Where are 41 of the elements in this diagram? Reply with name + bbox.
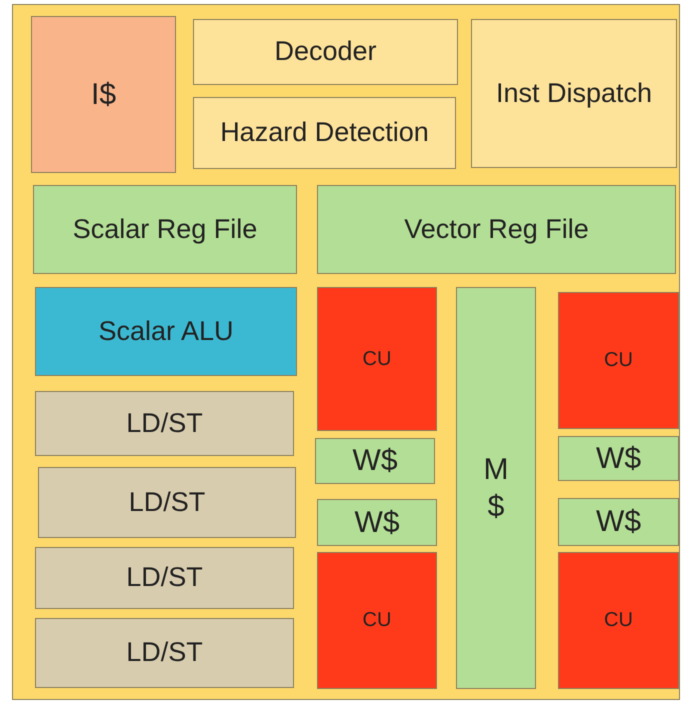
block-label: I$	[90, 76, 118, 113]
register-file-block	[317, 185, 676, 274]
block-label: LD/ST	[125, 406, 204, 440]
cache-block	[558, 436, 679, 481]
compute-unit-block	[317, 552, 437, 689]
block-label: LD/ST	[128, 486, 206, 519]
block-label: Vector Reg File	[403, 212, 590, 246]
cache-block	[317, 499, 437, 546]
alu-block	[35, 287, 297, 376]
block-label: CU	[603, 348, 634, 373]
compute-unit-block	[558, 292, 679, 429]
load-store-block	[35, 547, 294, 609]
block-label: Scalar ALU	[97, 314, 235, 348]
block-label: W$	[595, 440, 642, 477]
block-label: CU	[603, 608, 634, 633]
block-label: W$	[354, 504, 400, 541]
block-label: LD/ST	[125, 636, 204, 670]
decoder-block	[193, 19, 458, 85]
chip-outline	[12, 4, 680, 700]
load-store-block	[35, 618, 294, 688]
cache-block	[31, 16, 176, 173]
cache-block	[456, 287, 536, 689]
block-label: Decoder	[273, 35, 378, 68]
load-store-block	[38, 467, 296, 538]
register-file-block	[33, 185, 297, 274]
compute-unit-block	[317, 287, 437, 431]
block-label: W$	[352, 443, 398, 480]
load-store-block	[35, 391, 294, 456]
cache-block	[315, 438, 435, 484]
block-label: CU	[362, 608, 392, 633]
block-label: Hazard Detection	[219, 116, 430, 150]
block-label: LD/ST	[125, 561, 204, 594]
block-label: CU	[362, 346, 392, 372]
dispatch-block	[471, 19, 677, 168]
block-label: M $	[482, 452, 510, 525]
block-label: Scalar Reg File	[72, 212, 258, 246]
block-label: W$	[595, 504, 642, 540]
hazard-block	[193, 97, 456, 169]
compute-unit-block	[558, 552, 679, 689]
cache-block	[558, 498, 679, 546]
block-label: Inst Dispatch	[494, 76, 654, 110]
